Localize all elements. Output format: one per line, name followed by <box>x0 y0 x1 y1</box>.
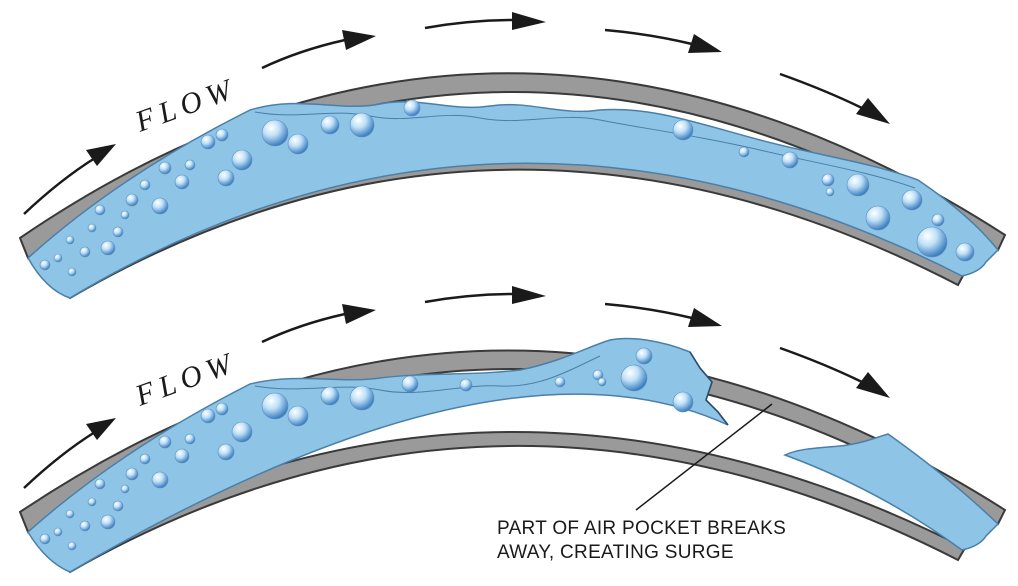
top-bubble <box>79 246 91 258</box>
top-bubble <box>174 174 190 190</box>
top-bubble <box>87 223 97 233</box>
bottom-bubble <box>261 392 289 420</box>
top-bubble <box>825 187 835 197</box>
bottom-bubbles <box>39 347 694 551</box>
top-bubble <box>931 213 945 227</box>
flow-arrow-2 <box>261 304 376 344</box>
top-water <box>27 100 1000 299</box>
top-bubble <box>215 128 229 142</box>
top-bubble <box>67 267 77 277</box>
top-bubble <box>955 242 975 262</box>
top-bubble <box>320 115 340 135</box>
bottom-bubble <box>100 514 116 530</box>
top-bubble <box>125 193 139 207</box>
bottom-bubble <box>158 435 172 449</box>
bottom-flow-arrows <box>23 286 890 489</box>
top-bubble <box>261 119 289 147</box>
top-bubble <box>821 173 835 187</box>
bottom-bubble <box>554 376 566 388</box>
flow-arrow-1 <box>23 144 116 215</box>
bottom-bubble <box>635 347 653 365</box>
bottom-bubble <box>67 541 77 551</box>
top-bubble <box>287 133 309 155</box>
bottom-bubble <box>349 385 375 411</box>
bottom-bubble <box>401 375 419 393</box>
top-bubble <box>738 146 750 158</box>
bottom-bubble <box>184 433 196 445</box>
top-bubble <box>846 173 870 197</box>
flow-arrow-3 <box>424 286 546 304</box>
flow-arrow-2 <box>261 30 376 70</box>
top-bubble <box>349 112 375 138</box>
top-bubble <box>916 226 948 258</box>
bottom-bubble <box>120 484 130 494</box>
bottom-pipe-inner-wall <box>58 431 967 574</box>
bottom-bubble <box>112 500 124 512</box>
top-bubble <box>112 226 124 238</box>
top-bubble <box>65 235 75 245</box>
bottom-bubble <box>53 527 63 537</box>
top-bubble <box>403 99 421 117</box>
top-bubble <box>781 151 799 169</box>
top-bubble <box>217 169 235 187</box>
callout-line-1: PART OF AIR POCKET BREAKS <box>497 518 787 539</box>
top-bubble <box>158 161 172 175</box>
top-bubble <box>39 259 51 271</box>
top-flow-arrows <box>23 12 890 215</box>
top-bubble <box>184 159 196 171</box>
bottom-bubble <box>125 467 139 481</box>
bottom-water-surge <box>783 433 1000 551</box>
top-bubble <box>672 119 694 141</box>
top-bubble <box>100 240 116 256</box>
flow-arrow-4 <box>604 28 722 53</box>
bottom-break-edge <box>689 351 729 426</box>
bottom-bubble <box>459 378 473 392</box>
bottom-bubble <box>320 386 340 406</box>
top-bubble <box>120 210 130 220</box>
top-bubble <box>901 189 923 211</box>
bottom-bubble <box>287 405 309 427</box>
callout-leader-line <box>635 403 773 511</box>
bottom-bubble <box>672 391 694 413</box>
flow-arrow-5 <box>779 72 890 124</box>
flow-arrow-5 <box>779 346 890 398</box>
bottom-bubble <box>151 471 169 489</box>
bottom-bubble <box>174 448 190 464</box>
bottom-bubble <box>217 443 235 461</box>
callout-line-2: AWAY, CREATING SURGE <box>497 542 734 563</box>
top-bubble <box>231 149 253 171</box>
top-bubble <box>865 205 891 231</box>
bottom-bubble <box>597 377 607 387</box>
bottom-bubble <box>215 402 229 416</box>
flow-arrow-3 <box>424 12 546 30</box>
bottom-bubble <box>65 509 75 519</box>
bottom-water-main <box>27 337 729 573</box>
top-bubble <box>53 253 63 263</box>
top-bubble <box>151 197 169 215</box>
bottom-bubble <box>592 369 604 381</box>
top-bubble <box>139 179 151 191</box>
top-bubbles <box>39 99 975 277</box>
bottom-bubble <box>94 478 106 490</box>
bottom-water-surface-ripple <box>254 355 601 393</box>
bottom-bubble <box>79 520 91 532</box>
top-bubble <box>94 204 106 216</box>
bottom-bubble <box>39 533 51 545</box>
bottom-bubble <box>620 364 648 392</box>
flow-arrow-4 <box>604 302 722 327</box>
flow-arrow-1 <box>23 418 116 489</box>
top-bubble <box>200 134 216 150</box>
bottom-bubble <box>139 453 151 465</box>
top-panel: FLOW <box>18 12 1007 300</box>
bottom-bubble <box>200 408 216 424</box>
bottom-bubble <box>231 421 253 443</box>
surge-callout: PART OF AIR POCKET BREAKS AWAY, CREATING… <box>497 517 786 565</box>
bottom-bubble <box>87 497 97 507</box>
